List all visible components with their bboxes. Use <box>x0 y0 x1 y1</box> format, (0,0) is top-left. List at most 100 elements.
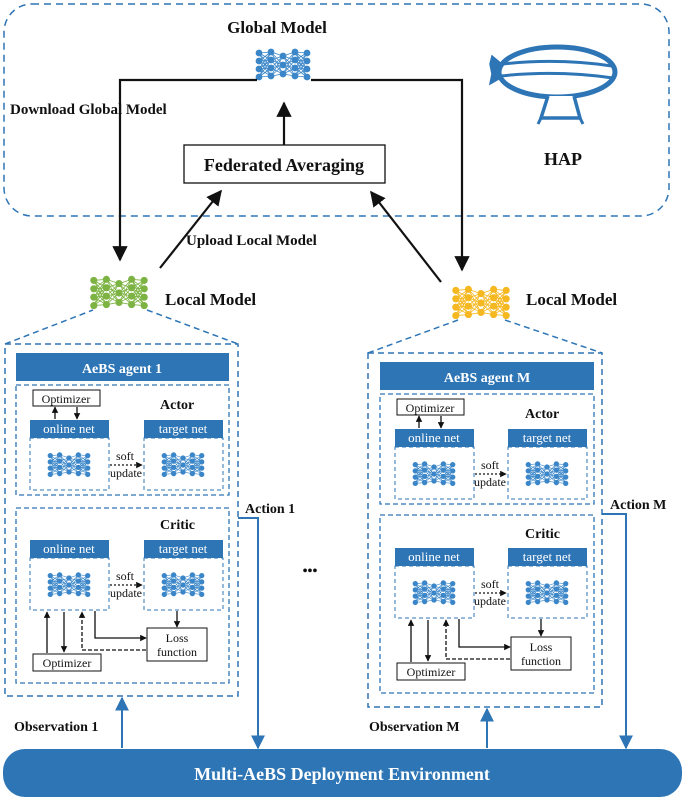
nn-edge <box>182 454 193 473</box>
agent1-critic-online-label: online net <box>43 541 95 556</box>
agentM-actor-online-label: online net <box>408 430 460 445</box>
nn-node <box>140 302 148 310</box>
nn-node <box>544 597 550 603</box>
nn-edge <box>93 287 107 306</box>
hap-label: HAP <box>544 149 582 169</box>
nn-node <box>544 464 550 470</box>
nn-node <box>85 465 91 471</box>
nn-node <box>291 48 299 56</box>
nn-node <box>421 598 428 605</box>
agent1-online-to-loss <box>94 611 147 642</box>
nn-node <box>563 461 569 468</box>
nn-node <box>102 284 110 292</box>
nn-edge <box>468 293 482 315</box>
nn-node <box>66 589 72 595</box>
nn-edge <box>415 469 425 484</box>
nn-edge <box>556 583 566 602</box>
nn-node <box>464 302 472 310</box>
nn-node <box>267 72 275 80</box>
agent1-actor-optimizer-label: Optimizer <box>42 392 91 406</box>
agentM-actor-online-header <box>395 429 474 447</box>
nn-node <box>90 293 98 301</box>
nn-node <box>563 587 569 593</box>
nn-node <box>56 470 63 477</box>
nn-node <box>563 468 569 474</box>
nn-edge <box>173 457 184 474</box>
nn-edge <box>173 454 184 473</box>
nn-node <box>553 598 560 605</box>
nn-node <box>544 590 550 596</box>
nn-edge <box>480 293 494 315</box>
agent1-actor-online-icon <box>47 452 91 478</box>
nn-node <box>431 464 437 470</box>
nn-node <box>450 468 456 474</box>
nn-node <box>180 455 186 461</box>
nn-edge <box>258 51 272 78</box>
nn-node <box>553 473 560 479</box>
nn-node <box>199 572 205 579</box>
nn-edge <box>49 574 60 595</box>
nn-node <box>75 578 82 584</box>
nn-edge <box>182 457 193 474</box>
nn-node <box>75 452 82 458</box>
nn-edge <box>106 283 120 305</box>
nn-node <box>450 474 456 480</box>
nn-node <box>291 56 299 64</box>
nn-edge <box>282 55 296 77</box>
nn-node <box>161 471 167 478</box>
nn-node <box>553 586 560 592</box>
nn-node <box>56 572 63 578</box>
nn-node <box>255 57 263 65</box>
nn-edge <box>118 283 132 305</box>
nn-edge <box>528 469 538 484</box>
blimp-icon <box>488 44 618 125</box>
nn-node <box>553 580 560 586</box>
nn-node <box>102 275 110 283</box>
nn-node <box>161 585 167 591</box>
nn-node <box>140 293 148 301</box>
nn-node <box>161 465 167 471</box>
nn-node <box>412 461 418 468</box>
nn-node <box>75 458 82 464</box>
nn-node <box>75 584 82 590</box>
nn-edge <box>443 583 453 602</box>
nn-node <box>161 572 167 579</box>
nn-node <box>421 473 428 479</box>
nn-edge <box>455 297 469 316</box>
nn-node <box>477 289 485 298</box>
nn-node <box>180 582 186 588</box>
nn-node <box>199 465 205 471</box>
nn-node <box>170 470 177 477</box>
agent1-pyramid-left <box>4 309 94 345</box>
agent1-critic-optimizer <box>32 653 102 672</box>
nn-node <box>534 592 541 598</box>
nn-node <box>128 275 136 283</box>
nn-edge <box>50 460 60 475</box>
nn-node <box>102 292 110 300</box>
nn-edge <box>118 279 132 303</box>
agent1-actor-target-icon <box>161 452 205 478</box>
agentM-pyramid-left <box>367 319 459 354</box>
nn-node <box>563 593 569 599</box>
agentM-container <box>367 352 603 708</box>
nn-node <box>66 455 72 461</box>
nn-edge <box>59 457 70 474</box>
nn-node <box>450 599 456 606</box>
nn-node <box>279 70 287 78</box>
nn-edge <box>546 582 557 601</box>
nn-node <box>170 578 177 584</box>
nn-edge <box>182 577 193 594</box>
nn-node <box>66 462 72 468</box>
nn-node <box>85 471 91 478</box>
nn-node <box>412 468 418 474</box>
nn-edge <box>424 585 435 602</box>
nn-node <box>47 452 53 459</box>
nn-edge <box>414 463 425 484</box>
nn-edge <box>537 582 548 601</box>
agentM-critic-target-icon <box>525 580 569 606</box>
nn-node <box>440 473 447 479</box>
local-model-label-1: Local Model <box>165 290 256 309</box>
nn-node <box>199 585 205 591</box>
nn-edge <box>173 577 184 594</box>
